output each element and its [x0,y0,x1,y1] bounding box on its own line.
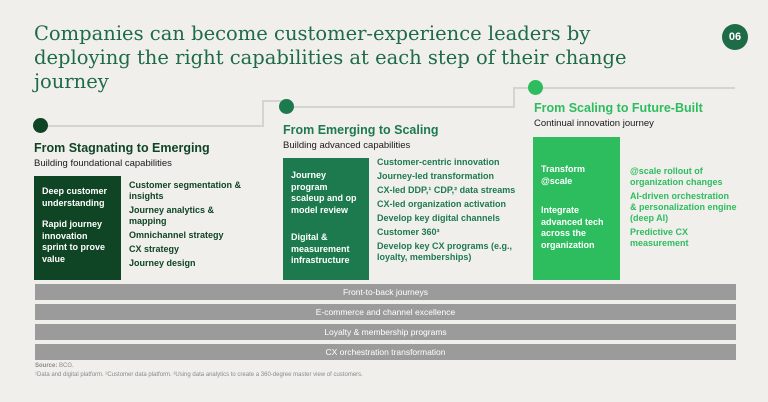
connector-line [262,100,264,127]
foundation-bar: E-commerce and channel excellence [35,304,736,320]
stage-box: Deep customer understanding Rapid journe… [34,176,121,280]
capability-item: CX strategy [129,244,180,254]
box-item: Journey program scaleup and op model rev… [291,170,357,215]
capability-item: CX-led organization activation [377,199,507,209]
foundation-bar: CX orchestration transformation [35,344,736,360]
stage-box: Journey program scaleup and op model rev… [283,158,369,280]
capability-item: @scale rollout of organization changes [630,166,723,187]
foundation-bar: Loyalty & membership programs [35,324,736,340]
capability-list: Customer segmentation & insights Journey… [129,180,254,272]
capability-item: Develop key digital channels [377,213,501,223]
source-note: Source: BCG. [35,363,74,369]
stage-heading: From Scaling to Future-Built [534,101,703,115]
capability-item: Customer segmentation & insights [129,180,242,201]
connector-line [45,125,264,127]
stage-marker-dot [33,118,48,133]
capability-item: Predictive CX measurement [630,227,689,248]
capability-item: Develop key CX programs (e.g., loyalty, … [377,241,513,262]
capability-item: Journey analytics & mapping [129,205,215,226]
footnotes: ¹Data and digital platform. ²Customer da… [35,372,363,378]
box-item: Rapid journey innovation sprint to prove… [42,219,106,264]
page-number-badge: 06 [722,24,748,50]
connector-line [262,100,286,102]
foundation-bar: Front-to-back journeys [35,284,736,300]
capability-item: AI-driven orchestration & personalizatio… [630,191,737,223]
box-item: Digital & measurement infrastructure [291,232,350,265]
capability-item: Journey-led transformation [377,171,495,181]
box-item: Deep customer understanding [42,186,108,208]
stage-subheading: Building advanced capabilities [283,140,411,151]
capability-item: CX-led DDP,¹ CDP,² data streams [377,185,516,195]
capability-item: Customer 360³ [377,227,440,237]
stage-subheading: Building foundational capabilities [34,158,172,169]
source-label: Source: [35,363,58,369]
source-text: BCG. [59,363,74,369]
capability-list: Customer-centric innovation Journey-led … [377,157,529,266]
connector-line [290,106,515,108]
page-title: Companies can become customer-experience… [34,22,627,93]
box-item: Transform @scale [541,164,586,186]
stage-box: Transform @scale Integrate advanced tech… [533,137,620,280]
stage-marker-dot [528,80,543,95]
connector-line [513,87,515,108]
capability-list: @scale rollout of organization changes A… [630,166,738,252]
stage-subheading: Continual innovation journey [534,118,654,129]
stage-marker-dot [279,99,294,114]
capability-item: Omnichannel strategy [129,230,224,240]
capability-item: Journey design [129,258,196,268]
stage-heading: From Emerging to Scaling [283,123,439,137]
box-item: Integrate advanced tech across the organ… [541,205,604,250]
stage-heading: From Stagnating to Emerging [34,141,210,155]
capability-item: Customer-centric innovation [377,157,500,167]
connector-line [513,87,735,89]
